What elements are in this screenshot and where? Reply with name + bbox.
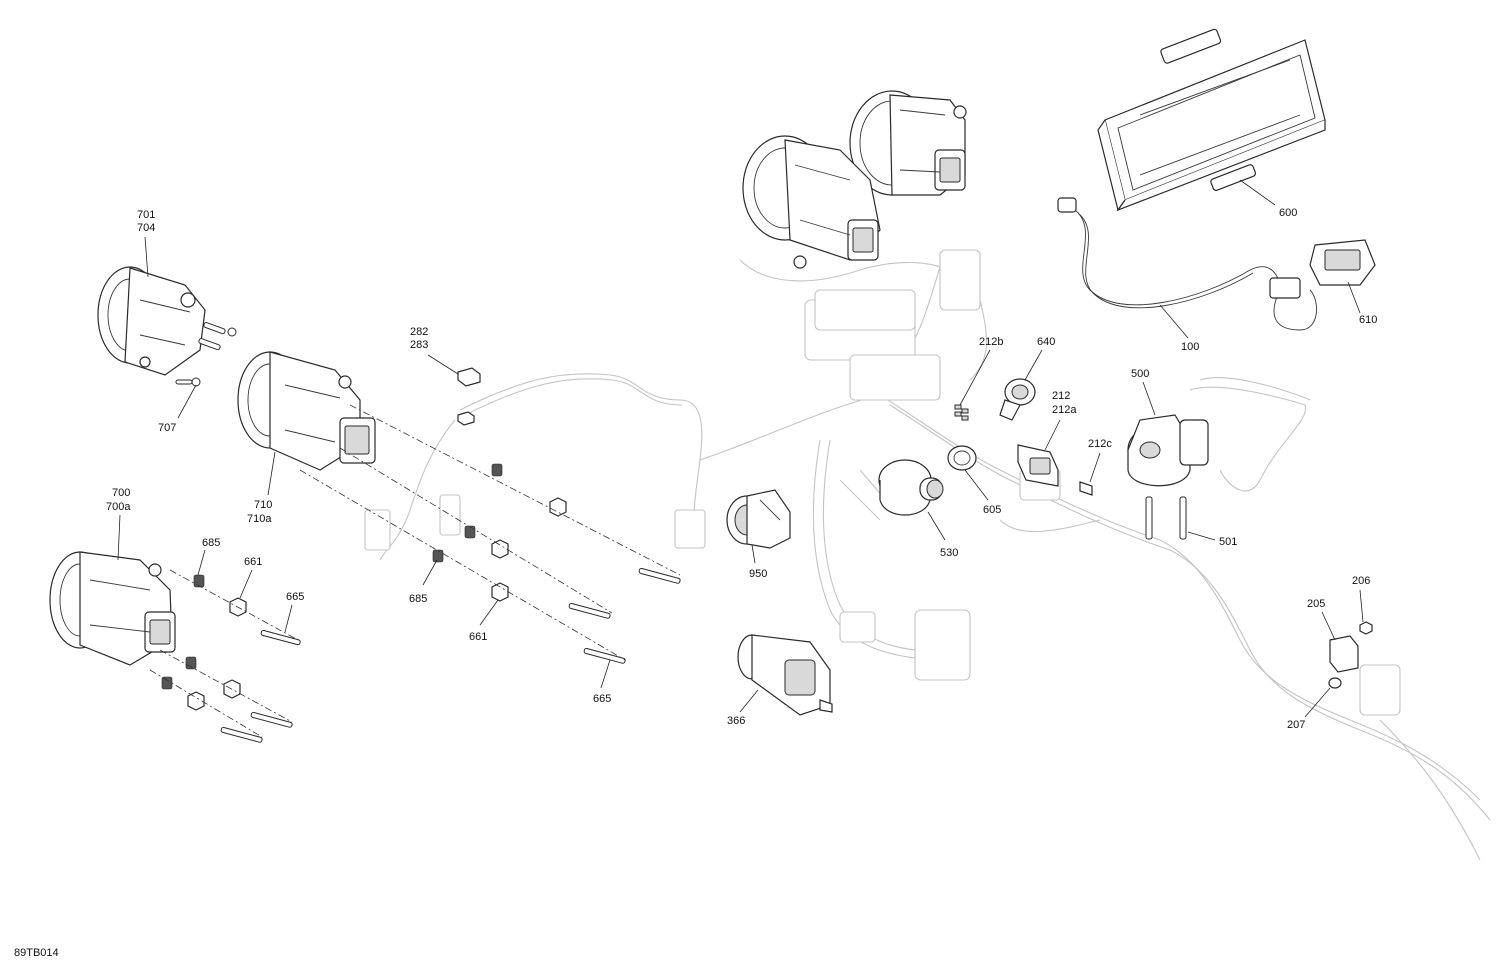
adjuster-bolts <box>220 567 681 743</box>
ghost-wiring-harness <box>364 249 1491 861</box>
callout-530: 530 <box>940 547 958 559</box>
callout-661-left: 661 <box>244 556 262 568</box>
callout-206: 206 <box>1352 575 1370 587</box>
callout-282: 282 <box>410 326 428 338</box>
screws-501 <box>1145 496 1187 540</box>
callout-685-left: 685 <box>202 537 220 549</box>
callout-685-mid: 685 <box>409 593 427 605</box>
switch-block-500 <box>1127 377 1311 492</box>
callout-950: 950 <box>749 568 767 580</box>
leader-lines <box>117 179 1364 718</box>
bracket-205 <box>1329 635 1359 673</box>
callout-704: 704 <box>137 222 155 234</box>
light-assembly-700 <box>49 551 176 666</box>
wire-harness-100 <box>1057 197 1317 331</box>
module-366 <box>737 634 833 716</box>
switch-610 <box>1309 239 1376 286</box>
callout-600: 600 <box>1279 207 1297 219</box>
callout-610: 610 <box>1359 314 1377 326</box>
callout-665-mid: 665 <box>593 693 611 705</box>
callout-665-left: 665 <box>286 591 304 603</box>
screw-set-701 <box>175 322 237 387</box>
callout-710a: 710a <box>247 513 272 525</box>
callout-283: 283 <box>410 339 428 351</box>
callout-207: 207 <box>1287 719 1305 731</box>
connector-640 <box>999 378 1036 421</box>
callout-212b: 212b <box>979 336 1003 348</box>
upper-light-assembly-left <box>742 135 881 269</box>
ring-605 <box>947 445 977 471</box>
adjuster-springs <box>161 463 503 690</box>
connector-212 <box>1017 444 1059 487</box>
callout-labels: 701 704 707 710 710a 700 700a 685 661 66… <box>106 207 1377 731</box>
callout-212: 212 <box>1052 390 1070 402</box>
power-socket-950 <box>726 489 791 549</box>
callout-500: 500 <box>1131 368 1149 380</box>
display-cluster-600 <box>1097 28 1326 212</box>
callout-707: 707 <box>158 422 176 434</box>
plug-212c <box>1079 481 1093 496</box>
callout-366: 366 <box>727 715 745 727</box>
callout-700a: 700a <box>106 501 131 513</box>
assembly-dash-lines <box>149 404 681 738</box>
callout-640: 640 <box>1037 336 1055 348</box>
diagram-reference-code: 89TB014 <box>14 947 59 959</box>
connector-282 <box>457 367 481 426</box>
adjuster-knobs <box>187 497 567 711</box>
callout-700: 700 <box>112 487 130 499</box>
callout-701: 701 <box>137 209 155 221</box>
pins-212b <box>954 404 969 421</box>
callout-212a: 212a <box>1052 404 1077 416</box>
callout-501: 501 <box>1219 536 1237 548</box>
washer-207 <box>1328 677 1342 689</box>
callout-605: 605 <box>983 504 1001 516</box>
callout-100: 100 <box>1181 341 1199 353</box>
callout-661-mid: 661 <box>469 631 487 643</box>
light-housing-701 <box>97 266 206 376</box>
switch-530 <box>878 459 944 516</box>
upper-light-assembly-right <box>849 90 967 196</box>
callout-710: 710 <box>254 499 272 511</box>
callout-212c: 212c <box>1088 438 1112 450</box>
nut-206 <box>1359 621 1373 635</box>
light-assembly-710 <box>237 351 376 471</box>
callout-205: 205 <box>1307 598 1325 610</box>
